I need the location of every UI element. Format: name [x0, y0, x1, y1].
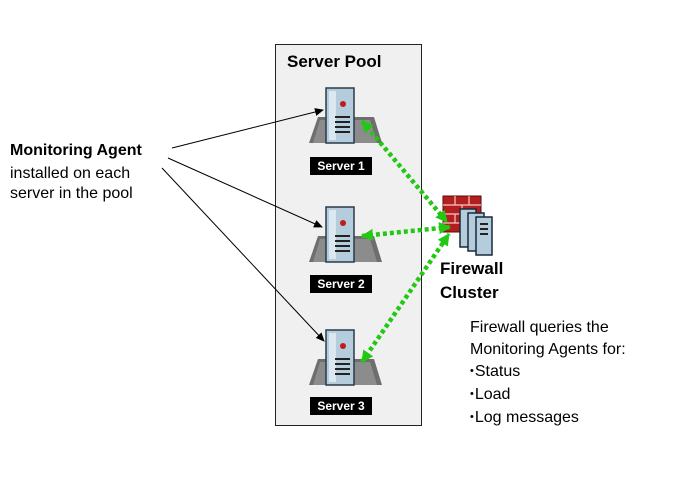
firewall-query-text: Firewall queries the Monitoring Agents f… — [470, 317, 626, 430]
agent-desc-line-2: server in the pool — [10, 185, 133, 202]
query-line-2: Monitoring Agents for: — [470, 341, 626, 358]
agent-arrow-server-1 — [171, 108, 324, 149]
firewall-label-line-2: Cluster — [440, 283, 499, 302]
server-2-label: Server 2 — [310, 275, 372, 293]
agent-arrow-server-3 — [161, 167, 325, 342]
server-3-icon — [309, 329, 382, 386]
query-items-list: Status Load Log messages — [470, 361, 626, 430]
firewall-arrow-server-1 — [360, 119, 449, 224]
server-2-icon — [309, 206, 382, 263]
firewall-cluster-icon — [442, 195, 493, 256]
server-3-label: Server 3 — [310, 397, 372, 415]
firewall-arrow-server-2 — [361, 222, 451, 241]
agent-arrow-server-2 — [167, 157, 323, 228]
query-item-load: Load — [470, 384, 626, 407]
server-pool-title: Server Pool — [287, 52, 382, 71]
server-1-icon — [309, 87, 382, 144]
query-line-1: Firewall queries the — [470, 319, 609, 336]
query-item-status: Status — [470, 361, 626, 384]
agent-desc-line-1: installed on each — [10, 165, 131, 182]
monitoring-agent-description: installed on each server in the pool — [10, 164, 170, 204]
query-item-log-messages: Log messages — [470, 407, 626, 430]
firewall-arrow-server-3 — [360, 232, 451, 364]
firewall-label-line-1: Firewall — [440, 259, 504, 278]
server-1-label: Server 1 — [310, 157, 372, 175]
monitoring-agent-title: Monitoring Agent — [10, 142, 142, 159]
firewall-cluster-label: Firewall Cluster — [440, 257, 503, 305]
